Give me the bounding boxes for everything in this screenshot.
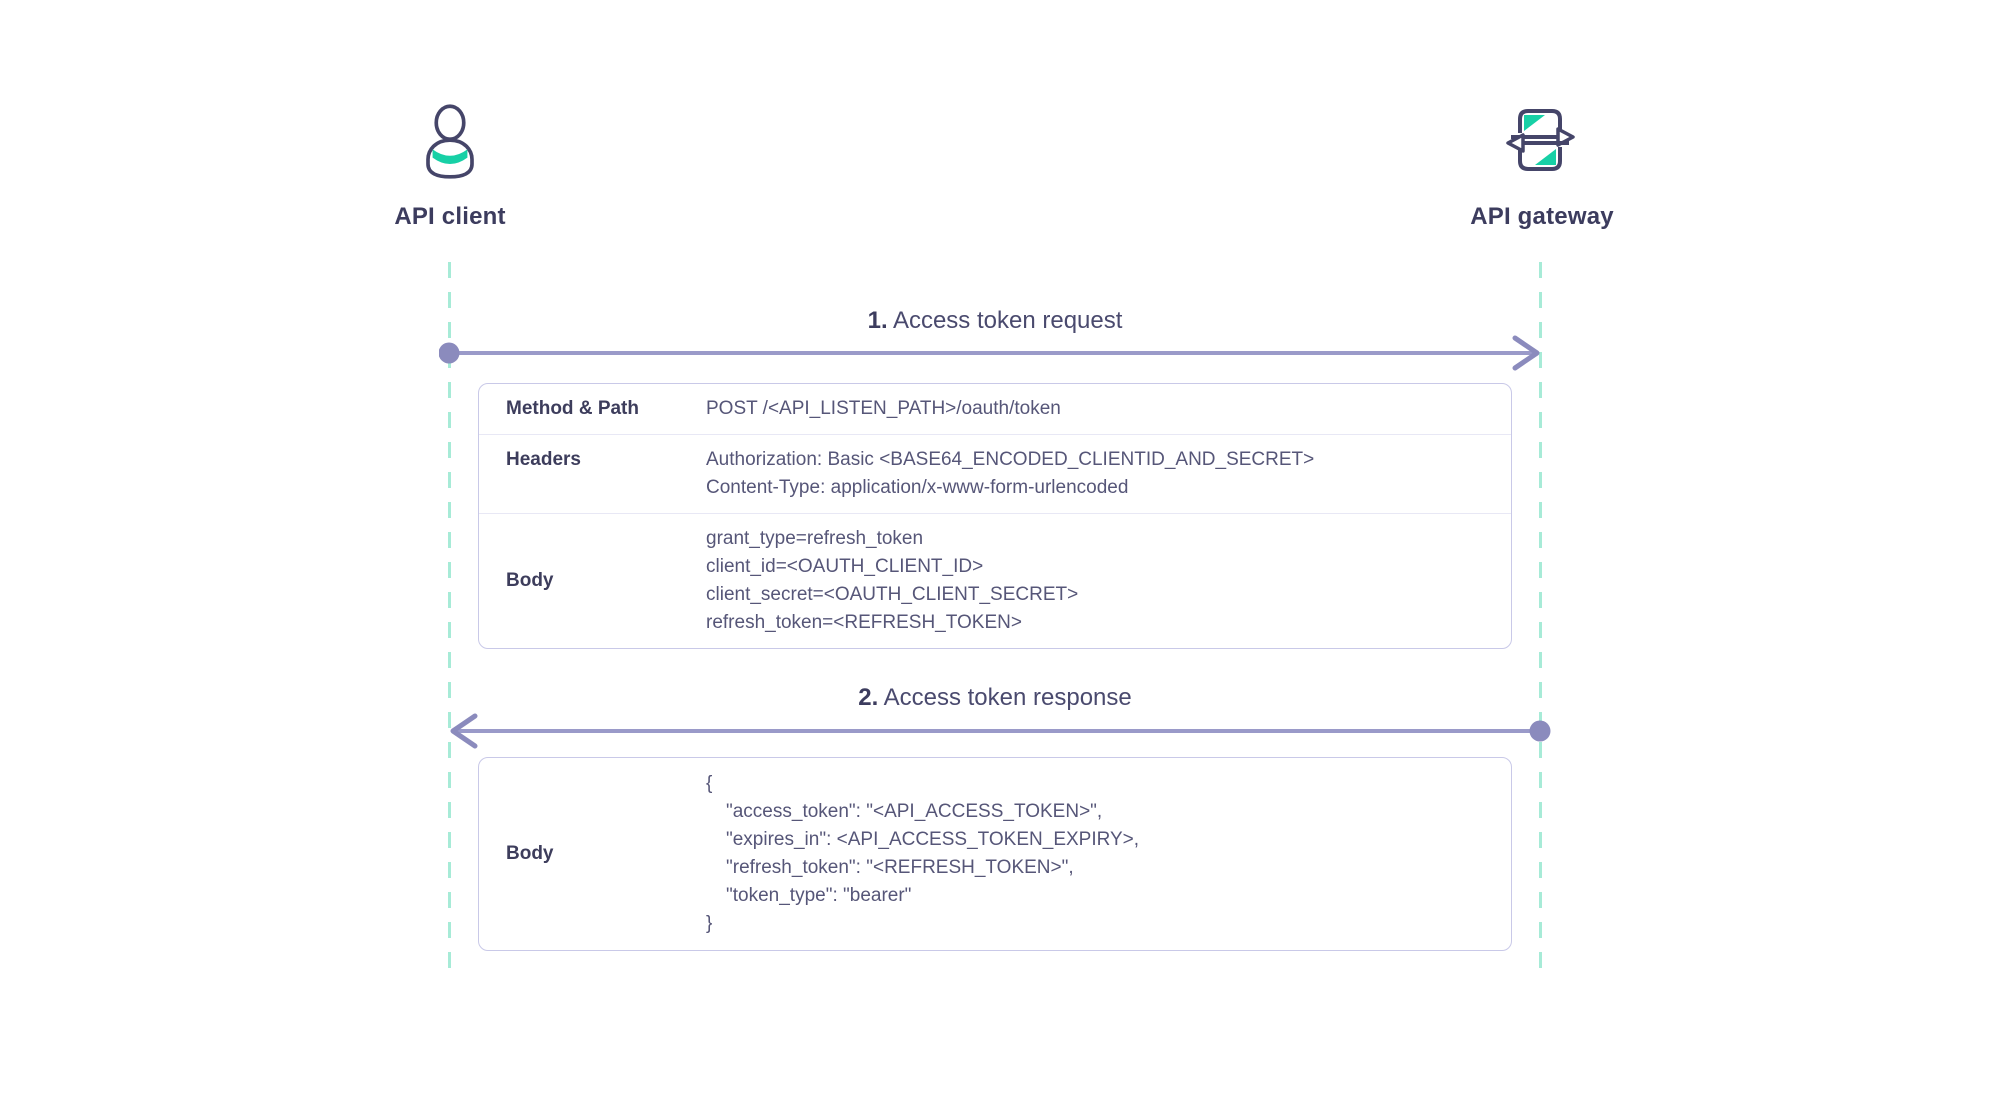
value-line: client_id=<OAUTH_CLIENT_ID> — [706, 556, 984, 577]
lifeline-api-client — [448, 262, 451, 968]
row-value: Authorization: Basic <BASE64_ENCODED_CLI… — [706, 446, 1511, 502]
value-line: grant_type=refresh_token — [706, 528, 924, 549]
table-row: Body { "access_token": "<API_ACCESS_TOKE… — [479, 758, 1511, 950]
value-line: } — [706, 913, 713, 934]
message-1-arrow — [439, 335, 1540, 371]
actor-api-gateway — [1497, 102, 1583, 178]
request-table: Method & Path POST /<API_LISTEN_PATH>/oa… — [478, 383, 1512, 649]
table-row: Body grant_type=refresh_token client_id=… — [479, 513, 1511, 648]
row-label: Body — [506, 843, 554, 864]
row-value: grant_type=refresh_token client_id=<OAUT… — [706, 525, 1511, 637]
value-line: POST /<API_LISTEN_PATH>/oauth/token — [706, 398, 1061, 419]
value-line: "expires_in": <API_ACCESS_TOKEN_EXPIRY>, — [726, 829, 1140, 850]
actor-label-api-gateway: API gateway — [1470, 203, 1614, 230]
value-line: "refresh_token": "<REFRESH_TOKEN>", — [726, 857, 1074, 878]
message-2-label: 2. Access token response — [495, 683, 1495, 713]
row-label: Method & Path — [506, 398, 639, 419]
value-line: "token_type": "bearer" — [726, 885, 912, 906]
message-2-title: Access token response — [883, 684, 1132, 711]
row-label: Headers — [506, 449, 581, 470]
table-row: Headers Authorization: Basic <BASE64_ENC… — [479, 434, 1511, 513]
actor-api-client — [417, 100, 483, 184]
value-line: Authorization: Basic <BASE64_ENCODED_CLI… — [706, 449, 1315, 470]
table-row: Method & Path POST /<API_LISTEN_PATH>/oa… — [479, 384, 1511, 434]
message-2-arrow — [450, 713, 1551, 749]
actor-label-api-client: API client — [394, 203, 506, 230]
response-table: Body { "access_token": "<API_ACCESS_TOKE… — [478, 757, 1512, 951]
message-1-label: 1. Access token request — [495, 306, 1495, 336]
message-2-number: 2. — [858, 684, 879, 711]
message-1-title: Access token request — [892, 307, 1123, 334]
value-line: "access_token": "<API_ACCESS_TOKEN>", — [726, 801, 1103, 822]
message-1-number: 1. — [867, 307, 888, 334]
user-icon — [426, 104, 474, 179]
value-line: client_secret=<OAUTH_CLIENT_SECRET> — [706, 584, 1079, 605]
value-line: Content-Type: application/x-www-form-url… — [706, 477, 1129, 498]
row-value: { "access_token": "<API_ACCESS_TOKEN>", … — [706, 770, 1511, 938]
lifeline-api-gateway — [1539, 262, 1542, 968]
row-label: Body — [506, 570, 554, 591]
value-line: refresh_token=<REFRESH_TOKEN> — [706, 612, 1022, 633]
row-value: POST /<API_LISTEN_PATH>/oauth/token — [706, 395, 1511, 423]
value-line: { — [706, 773, 713, 794]
swap-arrows-icon — [1506, 109, 1575, 171]
